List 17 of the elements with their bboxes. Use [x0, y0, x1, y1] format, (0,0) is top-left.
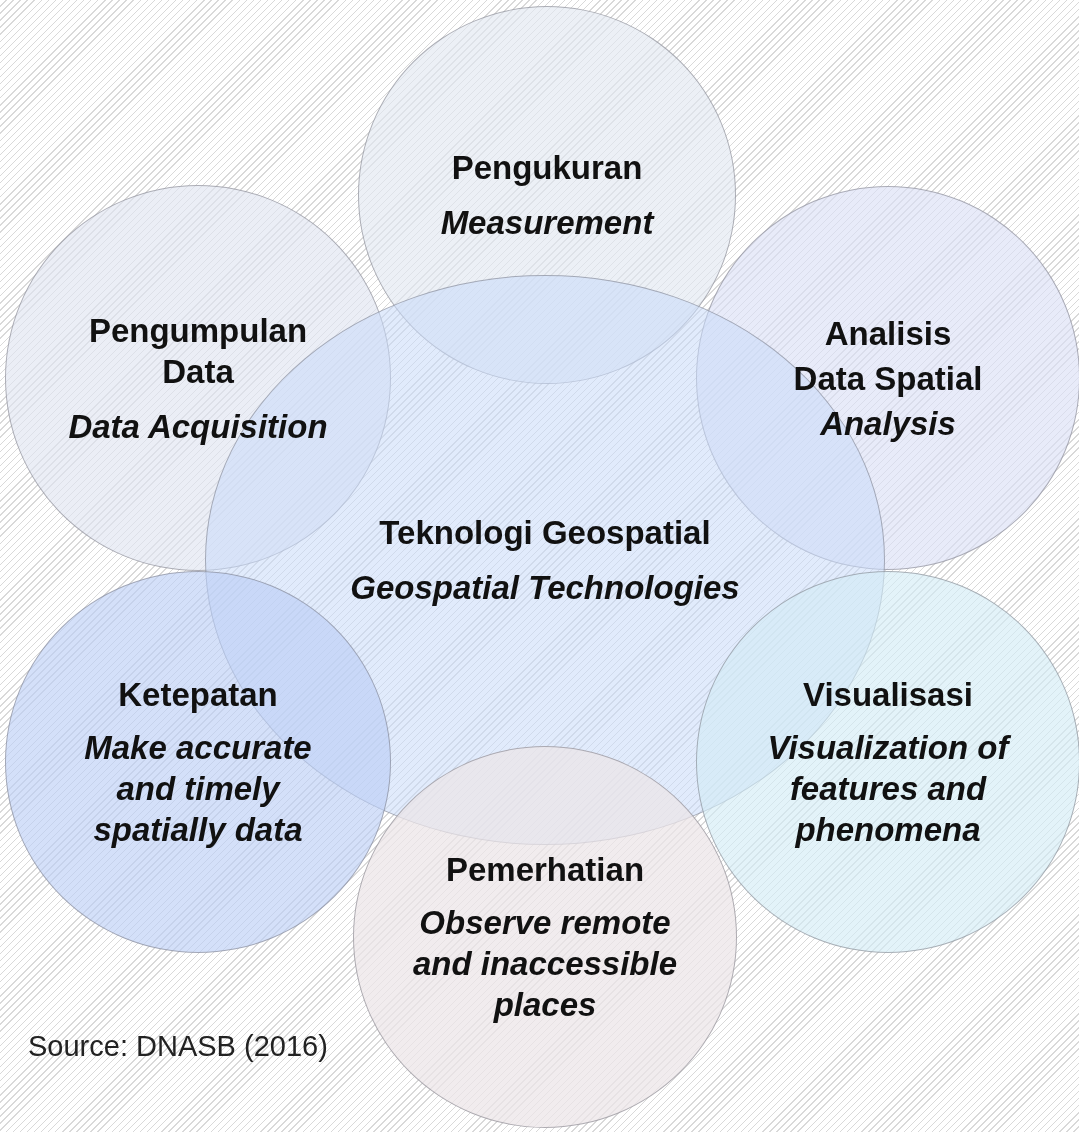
circle-title: Visualisasi: [803, 675, 973, 715]
circle-title: Data Spatial: [793, 358, 983, 399]
circle-subtitle: Geospatial Technologies: [350, 568, 740, 608]
circle-title: Pengumpulan Data: [87, 310, 309, 392]
circle-title: Pemerhatian: [445, 850, 645, 890]
circle-subtitle: Data Acquisition: [68, 406, 328, 447]
source-note: Source: DNASB (2016): [28, 1030, 328, 1063]
circle-title: Ketepatan: [118, 675, 278, 715]
circle: [353, 746, 737, 1128]
circle-subtitle: Measurement: [440, 203, 654, 243]
circle-subtitle: Analysis: [820, 403, 956, 444]
circle-title: Analisis: [824, 313, 952, 354]
circle-subtitle: Make accurate and timely spatially data: [83, 728, 313, 850]
circle-subtitle: Observe remote and inaccessible places: [411, 903, 679, 1025]
circle-title: Teknologi Geospatial: [379, 513, 711, 553]
circle-subtitle: Visualization of features and phenomena: [766, 728, 1012, 850]
circle-title: Pengukuran: [451, 148, 643, 188]
